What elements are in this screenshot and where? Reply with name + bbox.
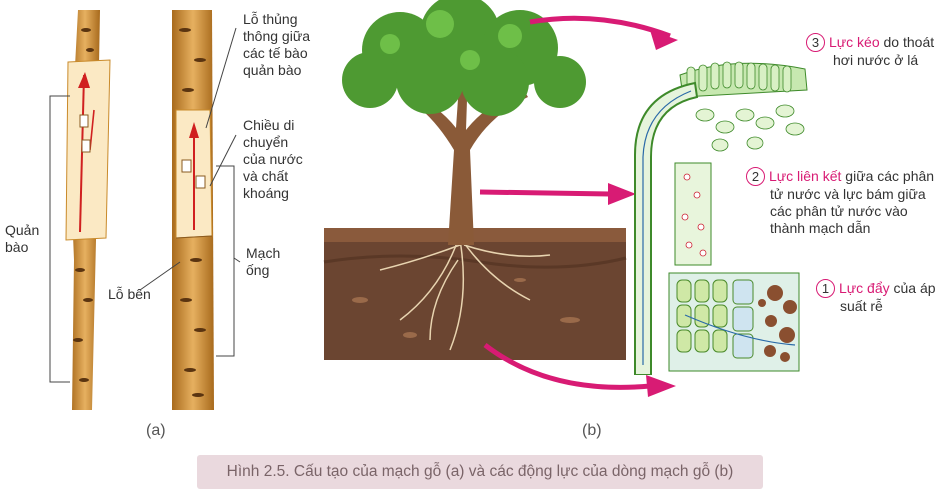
vessel-tube	[172, 10, 214, 410]
root-cells	[668, 272, 800, 372]
pink-arrows	[479, 15, 678, 397]
xylem-illustration	[49, 10, 241, 410]
cohesion-panel	[674, 162, 712, 266]
number-badge-1: 1	[816, 279, 835, 298]
xylem-flow-diagram	[634, 61, 808, 375]
sublabel-b: (b)	[582, 422, 602, 439]
bracket-lines	[49, 27, 241, 383]
leaf-cells	[679, 61, 808, 152]
number-badge-3: 3	[806, 33, 825, 52]
tree-illustration	[323, 0, 627, 360]
figure-caption-box: Hình 2.5. Cấu tạo của mạch gỗ (a) và các…	[197, 455, 763, 489]
sublabel-a: (a)	[146, 422, 166, 439]
vessel-column	[634, 81, 699, 375]
number-badge-2: 2	[746, 167, 765, 186]
figure-caption: Hình 2.5. Cấu tạo của mạch gỗ (a) và các…	[226, 463, 734, 480]
roots	[379, 239, 551, 351]
soil	[324, 228, 626, 360]
tracheid-tube	[65, 10, 111, 410]
label-lo-ben: Lỗ bên	[108, 286, 151, 302]
